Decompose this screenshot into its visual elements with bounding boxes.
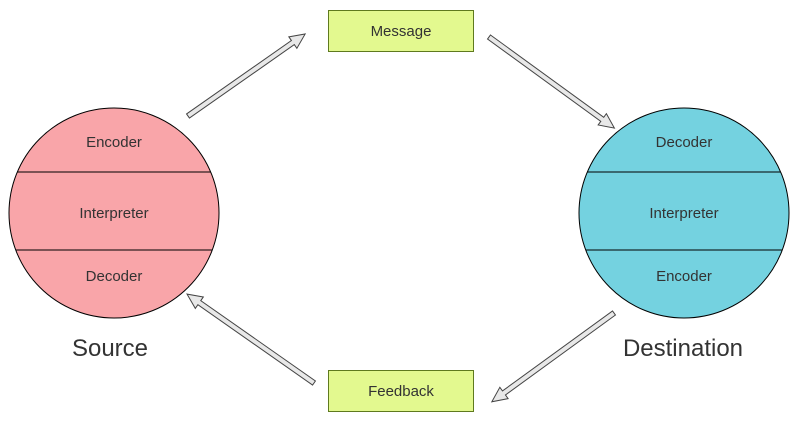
source-circle <box>8 107 220 319</box>
source-circle-fill <box>9 108 219 318</box>
arrow-message-to-destination <box>486 34 616 129</box>
destination-circle <box>578 107 790 319</box>
destination-circle-outline <box>578 107 790 319</box>
arrow-destination-to-feedback <box>490 310 617 403</box>
destination-circle-fill <box>579 108 789 318</box>
destination-layer-bottom: Encoder <box>656 268 712 285</box>
arrow-feedback-to-source <box>186 293 317 386</box>
destination-label: Destination <box>622 335 744 362</box>
source-label: Source <box>71 335 149 362</box>
message-label: Message <box>370 22 432 40</box>
destination-layer-top: Decoder <box>655 134 713 151</box>
source-circle-outline <box>8 107 220 319</box>
destination-layer-middle: Interpreter <box>649 205 719 222</box>
source-layer-middle: Interpreter <box>79 205 149 222</box>
feedback-label: Feedback <box>368 382 434 400</box>
arrow-source-to-message <box>185 33 307 119</box>
source-layer-top: Encoder <box>86 134 142 151</box>
source-layer-bottom: Decoder <box>85 268 143 285</box>
feedback-box: Feedback <box>328 370 474 412</box>
message-box: Message <box>328 10 474 52</box>
